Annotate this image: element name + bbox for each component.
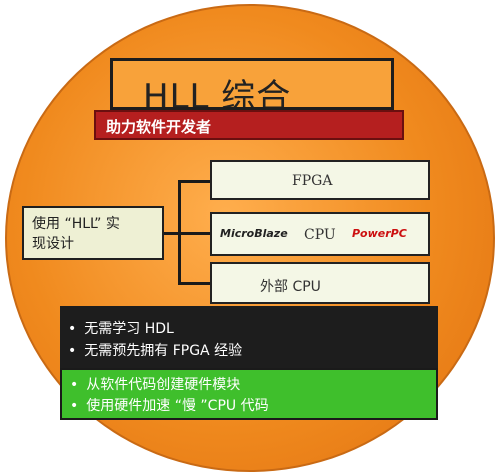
- developer-box-text: 助力软件开发者: [106, 118, 212, 136]
- option-cpu-box: MicroBlaze CPU PowerPC: [210, 212, 430, 256]
- design-with-hll-line1: 使用 “HLL” 实: [32, 216, 120, 232]
- connector-branch-external-cpu: [178, 282, 210, 285]
- hardware-item-2: 使用硬件加速 “慢 ”CPU 代码: [70, 395, 268, 415]
- hll-synthesis-title-box: HLL 综合: [110, 58, 394, 110]
- powerpc-logo: PowerPC: [352, 227, 407, 240]
- option-fpga-box: FPGA: [210, 160, 430, 200]
- hardware-acceleration-box: 从软件代码创建硬件模块 使用硬件加速 “慢 ”CPU 代码: [60, 368, 438, 420]
- hll-synthesis-title: HLL 综合: [143, 77, 292, 110]
- no-hdl-box: 无需学习 HDL 无需预先拥有 FPGA 经验: [60, 306, 438, 368]
- option-fpga-label: FPGA: [292, 173, 333, 189]
- option-external-cpu-label: 外部 CPU: [260, 279, 321, 295]
- option-cpu-label: CPU: [304, 227, 336, 243]
- developer-box: 助力软件开发者: [94, 110, 404, 140]
- microblaze-logo: MicroBlaze: [220, 227, 288, 240]
- hardware-item-1: 从软件代码创建硬件模块: [70, 374, 240, 394]
- connector-horizontal-left: [164, 232, 180, 235]
- connector-branch-cpu: [178, 232, 210, 235]
- design-with-hll-box: 使用 “HLL” 实 现设计: [22, 206, 164, 260]
- connector-branch-fpga: [178, 180, 210, 183]
- option-external-cpu-box: 外部 CPU: [210, 262, 430, 304]
- no-hdl-item-2: 无需预先拥有 FPGA 经验: [68, 340, 242, 360]
- no-hdl-item-1: 无需学习 HDL: [68, 318, 174, 338]
- design-with-hll-line2: 现设计: [32, 236, 74, 252]
